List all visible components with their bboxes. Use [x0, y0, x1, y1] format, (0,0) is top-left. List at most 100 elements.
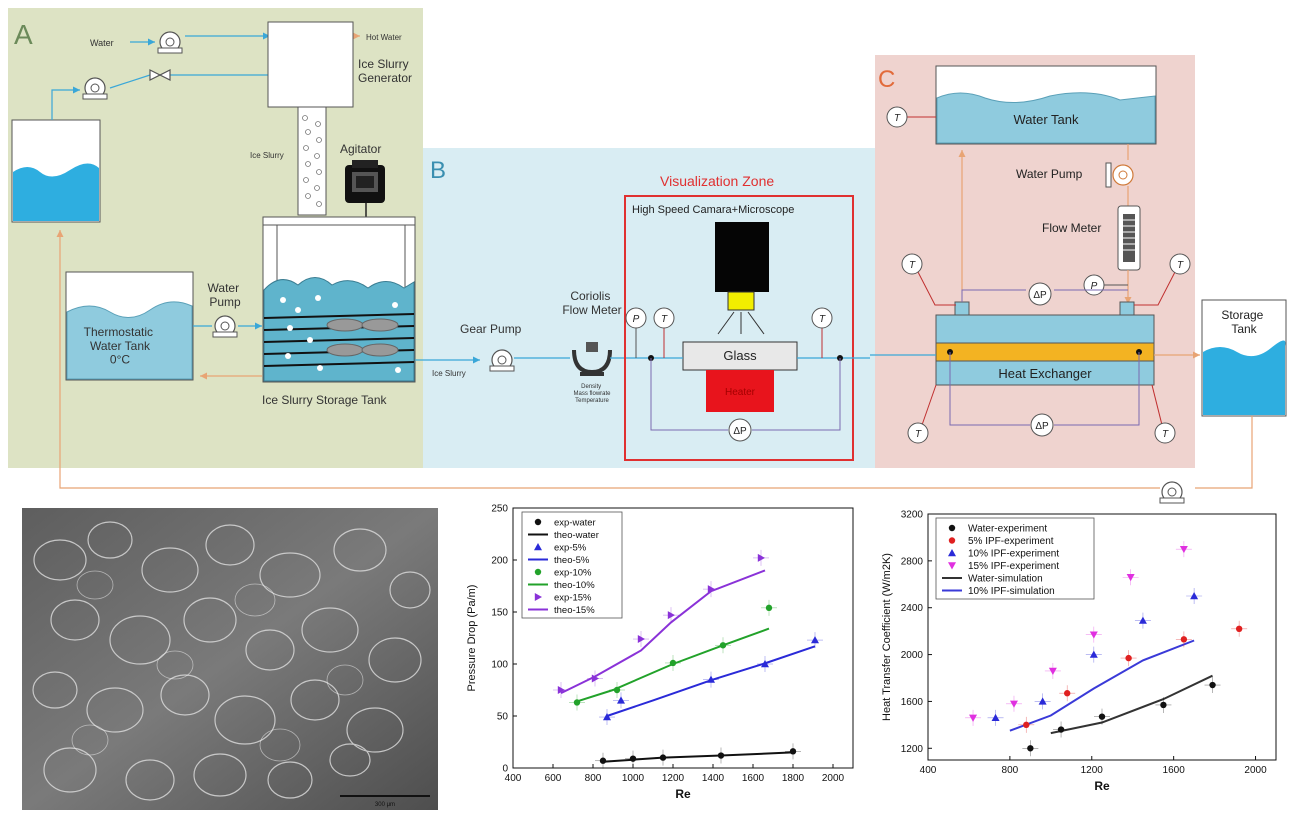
y-tick-label: 1600 [901, 697, 924, 708]
legend-label: 10% IPF-experiment [968, 549, 1059, 560]
y-tick-label: 50 [497, 712, 509, 723]
label-gear-pump: Gear Pump [460, 322, 522, 336]
label-storage-tank-right: Storage Tank [1221, 308, 1266, 336]
data-point [629, 755, 637, 762]
legend-label: exp-water [554, 518, 596, 529]
series-line [1050, 674, 1213, 735]
data-point [757, 553, 765, 562]
data-point [1009, 700, 1018, 708]
data-point [707, 585, 715, 594]
dp-gauge-viz: ΔP [728, 418, 752, 442]
p-symbol-c: P [1091, 281, 1098, 292]
label-agitator: Agitator [340, 142, 381, 156]
zone-b-background [423, 148, 875, 468]
p-gauge-viz: P [625, 307, 647, 358]
y-tick-label: 3200 [901, 510, 924, 521]
t-gauge-c-upper-right: T [1134, 253, 1191, 306]
legend-label: theo-5% [554, 555, 590, 566]
label-water-pump-a: Water Pump [208, 281, 243, 309]
x-tick-label: 1600 [1163, 765, 1186, 776]
legend-label: Water-simulation [968, 574, 1043, 585]
legend-label: 10% IPF-simulation [968, 586, 1055, 597]
t-gauge-viz-right: T [811, 307, 833, 358]
label-line-line: Water Tank [90, 339, 151, 353]
data-point [637, 635, 645, 644]
x-axis-label: Re [675, 787, 691, 801]
data-point [1023, 721, 1030, 729]
t-gauge-c-lower-right: T [1151, 384, 1176, 444]
label-visualization-zone: Visualization Zone [660, 173, 774, 189]
data-point [667, 611, 675, 620]
legend-label: exp-10% [554, 568, 592, 579]
legend-label: theo-water [554, 530, 599, 541]
label-glass: Glass [723, 348, 757, 363]
data-point [811, 636, 819, 644]
micrograph-image [22, 508, 438, 810]
label-flow-meter-c: Flow Meter [1042, 221, 1101, 235]
legend-label: 5% IPF-experiment [968, 536, 1054, 547]
pipe-return-down [1195, 416, 1253, 489]
x-tick-label: 1000 [622, 773, 645, 784]
data-point [1064, 690, 1071, 697]
label-ice-slurry-generator: Ice Slurry Generator [358, 57, 412, 85]
legend-swatch [948, 537, 956, 544]
zone-a-label: A [14, 19, 33, 50]
legend-label: 15% IPF-experiment [968, 561, 1059, 572]
legend-swatch [534, 568, 542, 576]
glass-block [682, 341, 798, 371]
data-point [1160, 701, 1167, 709]
t-symbol-c-ll: T [915, 429, 922, 440]
t-symbol-viz-left: T [661, 314, 668, 325]
dp-line-viz [650, 358, 841, 431]
label-storage-tank-a: Ice Slurry Storage Tank [262, 393, 388, 407]
flow-meter-c-icon [1117, 205, 1141, 271]
dp-symbol-c-bottom: ΔP [1035, 421, 1049, 432]
label-coriolis: Coriolis Flow Meter [562, 289, 621, 317]
legend-label: Water-experiment [968, 524, 1047, 535]
label-water-pump-c: Water Pump [1016, 167, 1083, 181]
data-point [1180, 636, 1188, 643]
agitator-motor-icon [345, 160, 385, 203]
data-point [1126, 574, 1135, 582]
data-point [789, 748, 797, 755]
legend-swatch [534, 593, 542, 601]
t-symbol-c-lr: T [1162, 429, 1169, 440]
legend-swatch [948, 562, 956, 570]
pump-feed-icon [82, 77, 108, 100]
x-tick-label: 800 [585, 773, 602, 784]
data-point [1089, 650, 1098, 658]
storage-tank-right [1201, 299, 1287, 417]
y-axis-label: Pressure Drop (Pa/m) [466, 585, 478, 692]
x-tick-label: 1400 [702, 773, 725, 784]
data-point [1179, 545, 1188, 554]
data-point [1027, 745, 1034, 752]
label-ice-slurry-vertical: Ice Slurry [250, 151, 284, 160]
data-point [557, 686, 565, 694]
data-point [613, 686, 621, 694]
x-tick-label: 2000 [1244, 765, 1267, 776]
dp-symbol-viz: ΔP [733, 426, 747, 437]
legend-swatch [948, 549, 956, 557]
x-tick-label: 1200 [1081, 765, 1104, 776]
data-point [603, 713, 611, 721]
dp-gauge-c-top: ΔP [1028, 282, 1052, 306]
x-tick-label: 1800 [782, 773, 805, 784]
t-gauge-c-lower-left: T [907, 384, 937, 444]
x-tick-label: 1200 [662, 773, 685, 784]
data-point [1190, 592, 1199, 600]
label-ice-slurry-pipe: Ice Slurry [432, 369, 466, 378]
series-line [1009, 639, 1195, 732]
y-tick-label: 150 [491, 608, 508, 619]
y-tick-label: 2800 [901, 556, 924, 567]
x-tick-label: 600 [545, 773, 562, 784]
legend-swatch [534, 518, 542, 526]
data-point [761, 660, 769, 668]
camera-light-rays [717, 311, 765, 335]
data-point [1048, 667, 1057, 675]
x-tick-label: 400 [920, 765, 937, 776]
data-point [1209, 681, 1216, 689]
